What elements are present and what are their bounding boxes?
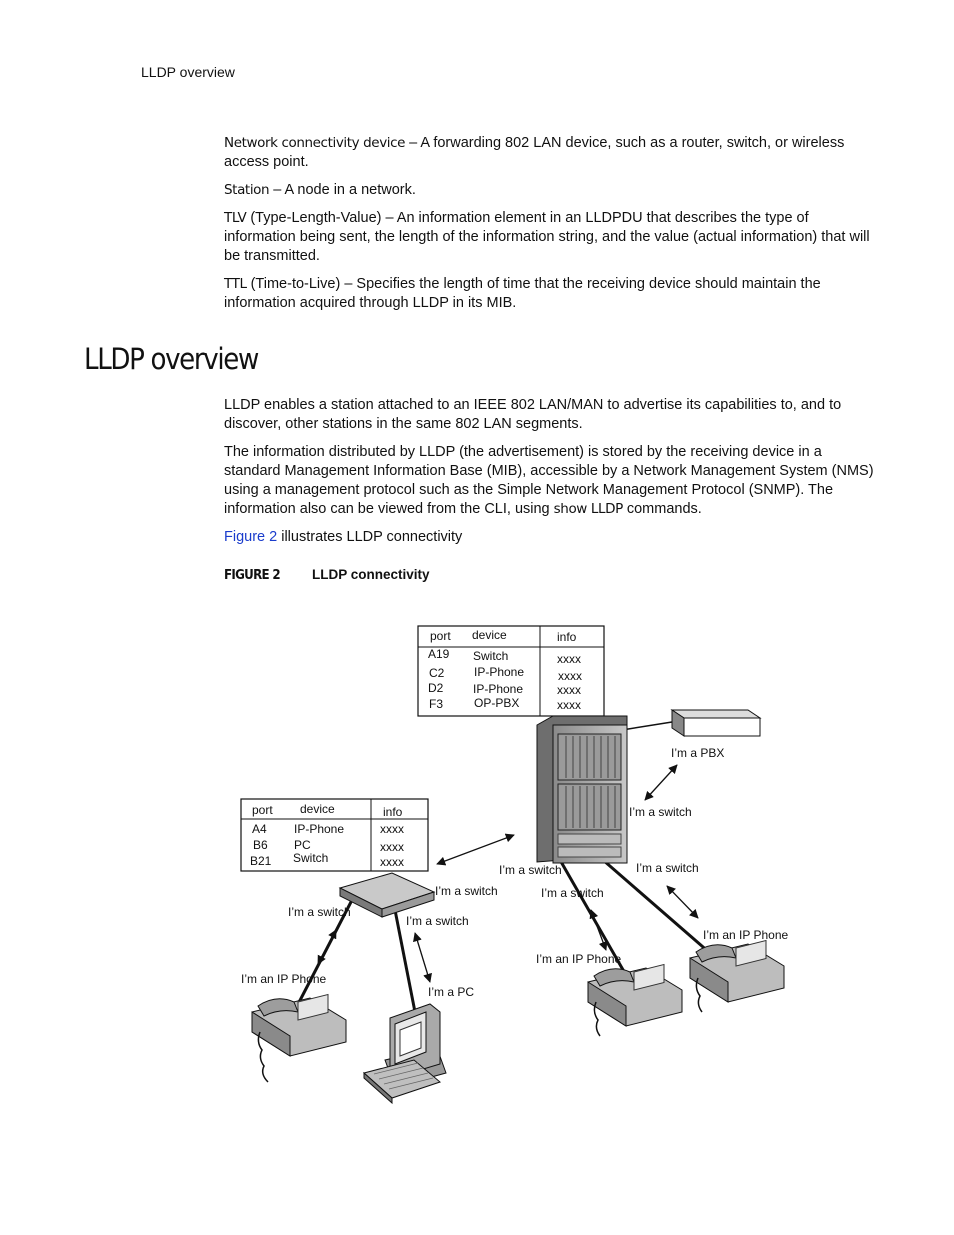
label-core-to-mid-phone: I’m a switch bbox=[541, 886, 604, 900]
arrow-core-mid-phone bbox=[589, 909, 608, 951]
paragraph-text: illustrates LLDP connectivity bbox=[277, 529, 463, 545]
definition-tlv: TLV (Type-Length-Value) – An information… bbox=[224, 209, 874, 266]
link-switch-to-pc bbox=[393, 909, 417, 1013]
edge-switch-icon bbox=[338, 872, 436, 918]
left-neighbor-table: port device info A4 IP-Phone xxxx B6 PC … bbox=[240, 798, 429, 872]
top-neighbor-table: port device info A19 Switch xxxx C2 IP-P… bbox=[417, 625, 605, 717]
figure-link[interactable]: Figure 2 bbox=[224, 529, 278, 545]
definition-term: TTL bbox=[224, 276, 247, 292]
lldp-arrows bbox=[317, 764, 699, 983]
label-core-to-right-phone: I’m a switch bbox=[636, 861, 699, 875]
table-header: info bbox=[557, 630, 577, 644]
table-header: device bbox=[300, 802, 335, 816]
ip-phone-icon-mid bbox=[587, 963, 683, 1037]
definitions-list: Network connectivity device – A forwardi… bbox=[224, 134, 874, 322]
table-header: info bbox=[383, 805, 403, 819]
definition-text: – A forwarding 802 LAN device, such as a… bbox=[224, 135, 845, 170]
table-cell: xxxx bbox=[557, 683, 581, 697]
section-body: LLDP enables a station attached to an IE… bbox=[224, 396, 874, 556]
table-cell: B21 bbox=[250, 854, 272, 868]
table-cell: PC bbox=[294, 838, 311, 852]
command-text: show LLDP bbox=[553, 501, 624, 517]
label-switch-to-left-phone: I’m a switch bbox=[288, 905, 351, 919]
figure-caption: FIGURE 2 LLDP connectivity bbox=[224, 567, 430, 583]
paragraph-intro: LLDP enables a station attached to an IE… bbox=[224, 397, 842, 432]
definition-term: Network connectivity device bbox=[224, 135, 406, 151]
definition-term: Station bbox=[224, 182, 270, 198]
table-cell: xxxx bbox=[557, 698, 581, 712]
link-core-to-right-phone bbox=[602, 858, 719, 962]
table-cell: A4 bbox=[252, 822, 267, 836]
definition-text: (Type-Length-Value) – An information ele… bbox=[224, 210, 870, 264]
arrow-core-pbx bbox=[644, 764, 678, 801]
label-mid-phone: I’m an IP Phone bbox=[536, 952, 621, 966]
paragraph-text: The information distributed by LLDP (the… bbox=[224, 444, 874, 517]
arrow-switch-pc bbox=[413, 932, 432, 983]
ip-phone-icon-right bbox=[689, 939, 785, 1013]
paragraph-text: commands. bbox=[622, 501, 702, 517]
table-cell: Switch bbox=[293, 851, 328, 865]
table-cell: IP-Phone bbox=[294, 822, 344, 836]
table-cell: A19 bbox=[428, 647, 450, 661]
definition-network-device: Network connectivity device – A forwardi… bbox=[224, 134, 874, 172]
pbx-icon bbox=[670, 709, 762, 737]
definition-term: TLV bbox=[224, 210, 247, 226]
definition-text: (Time-to-Live) – Specifies the length of… bbox=[224, 276, 821, 311]
arrow-switch-left-phone bbox=[317, 929, 337, 965]
table-cell: xxxx bbox=[380, 840, 404, 854]
paragraph-figure-ref: Figure 2 illustrates LLDP connectivity bbox=[224, 528, 874, 547]
label-pc: I’m a PC bbox=[428, 985, 474, 999]
table-cell: xxxx bbox=[380, 822, 404, 836]
link-core-to-pbx bbox=[621, 721, 673, 731]
table-cell: xxxx bbox=[557, 652, 581, 666]
ip-phone-icon-left bbox=[251, 993, 347, 1083]
table-cell: xxxx bbox=[380, 855, 404, 869]
definition-text: – A node in a network. bbox=[269, 182, 416, 198]
figure-label: FIGURE 2 bbox=[224, 567, 281, 583]
label-switch-to-pbx: I’m a switch bbox=[629, 805, 692, 819]
table-cell: xxxx bbox=[558, 669, 582, 683]
table-header: device bbox=[472, 628, 507, 642]
table-header: port bbox=[252, 803, 273, 817]
definition-ttl: TTL (Time-to-Live) – Specifies the lengt… bbox=[224, 275, 874, 313]
table-cell: D2 bbox=[428, 681, 444, 695]
label-left-phone: I’m an IP Phone bbox=[241, 972, 326, 986]
section-title: LLDP overview bbox=[84, 342, 259, 376]
label-small-switch-to-core: I’m a switch bbox=[435, 884, 498, 898]
table-header: port bbox=[430, 629, 451, 643]
pc-icon bbox=[362, 1003, 447, 1105]
table-cell: OP-PBX bbox=[474, 696, 519, 710]
table-cell: IP-Phone bbox=[474, 665, 524, 679]
label-pbx: I’m a PBX bbox=[671, 746, 724, 760]
table-cell: IP-Phone bbox=[473, 682, 523, 696]
label-right-phone: I’m an IP Phone bbox=[703, 928, 788, 942]
table-cell: C2 bbox=[429, 666, 445, 680]
core-switch-chassis-icon bbox=[536, 715, 628, 864]
definition-station: Station – A node in a network. bbox=[224, 181, 874, 200]
label-switch-to-core: I’m a switch bbox=[499, 863, 562, 877]
arrow-core-right-phone bbox=[666, 885, 699, 919]
figure-title: LLDP connectivity bbox=[312, 567, 430, 582]
running-head: LLDP overview bbox=[141, 64, 235, 80]
arrow-small-switch-core bbox=[436, 833, 515, 866]
table-cell: B6 bbox=[253, 838, 268, 852]
table-cell: F3 bbox=[429, 697, 443, 711]
diagram-labels: I’m a PBX I’m a switch I’m a switch I’m … bbox=[241, 746, 788, 999]
table-cell: Switch bbox=[473, 649, 508, 663]
label-switch-to-pc: I’m a switch bbox=[406, 914, 469, 928]
paragraph-mib: The information distributed by LLDP (the… bbox=[224, 443, 874, 519]
